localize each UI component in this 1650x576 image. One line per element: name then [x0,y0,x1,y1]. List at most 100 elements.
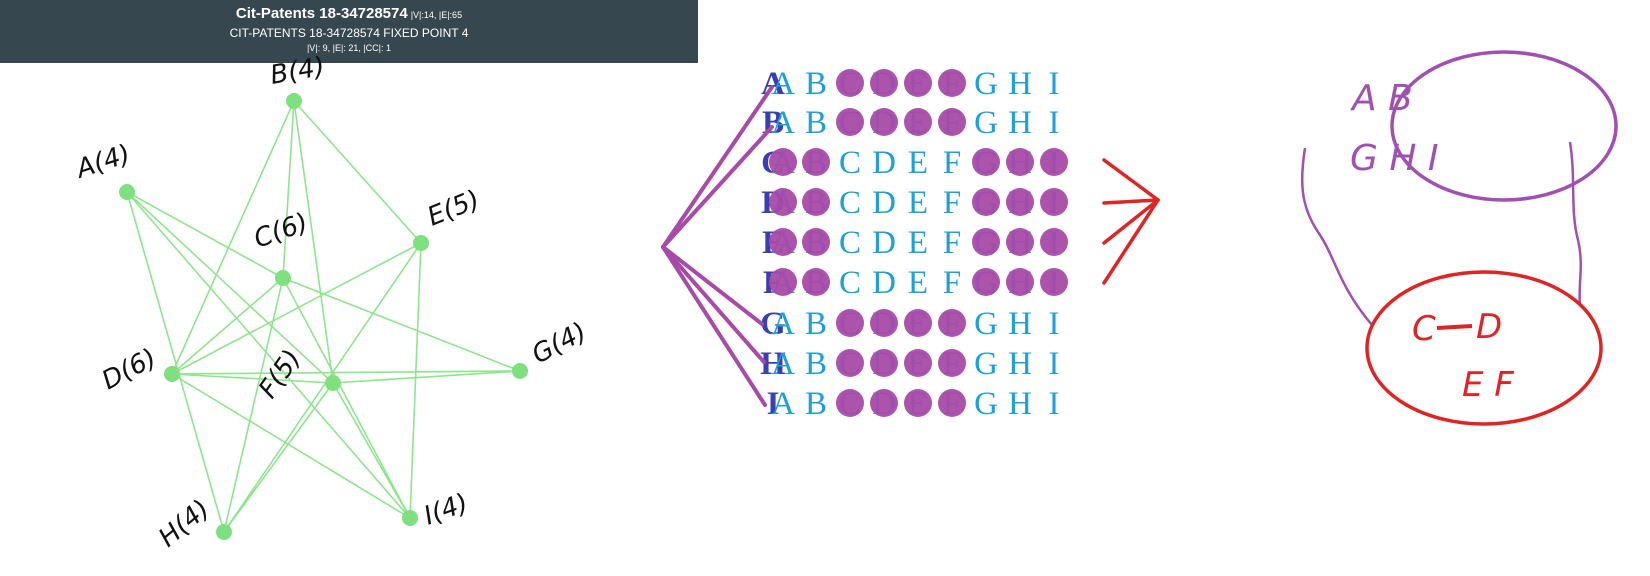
matrix-mask-blob [1040,148,1068,176]
matrix-cell-letter: E [908,145,928,181]
group-connector-line [663,247,764,362]
matrix-mask-blob [938,349,966,377]
matrix-mask-blob [972,148,1000,176]
matrix-cell-letter: I [1049,346,1060,382]
top-set-row1: A B [1350,78,1413,119]
matrix-cell-letter: C [839,185,861,221]
matrix-cell-letter: H [1008,105,1032,141]
matrix-mask-blob [972,188,1000,216]
matrix-cell-letter: A [771,386,795,422]
matrix-mask-blob [802,268,830,296]
matrix-mask-blob [1040,268,1068,296]
matrix-cell-letter: F [943,265,961,301]
matrix-mask-blob [1006,188,1034,216]
graph-edge [283,278,410,518]
matrix-cell-letter: B [805,386,827,422]
graph-node-f[interactable] [325,375,341,391]
matrix-mask-blob [870,108,898,136]
matrix-mask-blob [938,389,966,417]
matrix-cell-letter: G [974,66,998,102]
graph-edge [224,383,333,532]
matrix-mask-blob [769,188,797,216]
graph-edge [283,101,294,278]
matrix-mask-blob [904,309,932,337]
graph-node-e[interactable] [413,235,429,251]
graph-node-label-h: H(4) [153,494,215,553]
matrix-mask-blob [769,148,797,176]
graph-edge [294,101,333,383]
matrix-cell-letter: A [771,66,795,102]
matrix-mask-blob [904,349,932,377]
matrix-cell-letter: F [943,145,961,181]
graph-nodes: B(4)A(4)E(5)C(6)D(6)F(5)G(4)H(4)I(4) [71,52,592,554]
matrix-cell-letter: B [805,105,827,141]
graph-edge [410,243,421,518]
c-d-link [1437,326,1472,328]
matrix-cell-letter: H [1008,66,1032,102]
highlight-arrow-line [1104,200,1158,243]
matrix-mask-blob [802,228,830,256]
matrix-mask-blob [870,69,898,97]
matrix-cell-letter: D [872,145,896,181]
matrix-cell-letter: E [908,225,928,261]
graph-node-b[interactable] [286,93,302,109]
adjacency-matrix: AABCDEFGHIBABCDEFGHICABCDEFGHIDABCDEFGHI… [663,66,1158,422]
matrix-mask-blob [836,108,864,136]
graph-edge [333,383,410,518]
highlight-arrow-line [1104,200,1158,283]
graph-edges [127,101,520,532]
matrix-mask-blob [938,69,966,97]
matrix-mask-blob [938,309,966,337]
matrix-cell-letter: I [1049,306,1060,342]
matrix-mask-blob [1040,188,1068,216]
set-diagram: A B G H I C D E F [1302,52,1616,424]
matrix-mask-blob [870,349,898,377]
graph-node-d[interactable] [164,366,180,382]
highlight-arrow-line [1104,200,1158,203]
matrix-mask-blob [870,309,898,337]
matrix-cell-letter: D [872,265,896,301]
matrix-cell-letter: I [1049,105,1060,141]
group-connector-line [663,127,772,247]
matrix-cell-letter: I [1049,66,1060,102]
graph-edge [172,374,333,383]
bottom-set-row2: E F [1462,365,1514,405]
graph-node-label-b: B(4) [268,52,327,91]
matrix-mask-blob [1006,228,1034,256]
matrix-mask-blob [938,108,966,136]
bottom-set-c: C [1412,309,1436,349]
matrix-cell-letter: G [974,105,998,141]
graph-node-label-a: A(4) [71,139,134,185]
matrix-mask-blob [1006,148,1034,176]
graph-node-label-i: I(4) [420,488,472,531]
cylinder-right-side [1570,142,1581,305]
group-connector-line [663,247,765,405]
graph-node-h[interactable] [216,524,232,540]
graph-node-i[interactable] [402,510,418,526]
matrix-cell-letter: A [771,346,795,382]
matrix-cell-letter: A [771,306,795,342]
graph-edge [172,374,410,518]
graph-edge [294,101,421,243]
top-set-row2: G H I [1350,138,1438,179]
graph-node-g[interactable] [512,363,528,379]
group-connector-line [663,247,762,324]
matrix-cell-letter: H [1008,346,1032,382]
graph-node-a[interactable] [119,184,135,200]
matrix-mask-blob [836,309,864,337]
matrix-mask-blob [836,389,864,417]
matrix-mask-blob [769,228,797,256]
matrix-cell-letter: H [1008,306,1032,342]
matrix-cell-letter: C [839,145,861,181]
matrix-cell-letter: I [1049,386,1060,422]
matrix-mask-blob [802,188,830,216]
matrix-cell-letter: C [839,225,861,261]
matrix-cell-letter: B [805,306,827,342]
graph-node-label-e: E(5) [423,185,484,233]
graph-node-c[interactable] [275,270,291,286]
matrix-cell-letter: H [1008,386,1032,422]
group-connector-line [663,87,772,247]
matrix-mask-blob [802,148,830,176]
graph-node-label-f: F(5) [253,344,307,404]
